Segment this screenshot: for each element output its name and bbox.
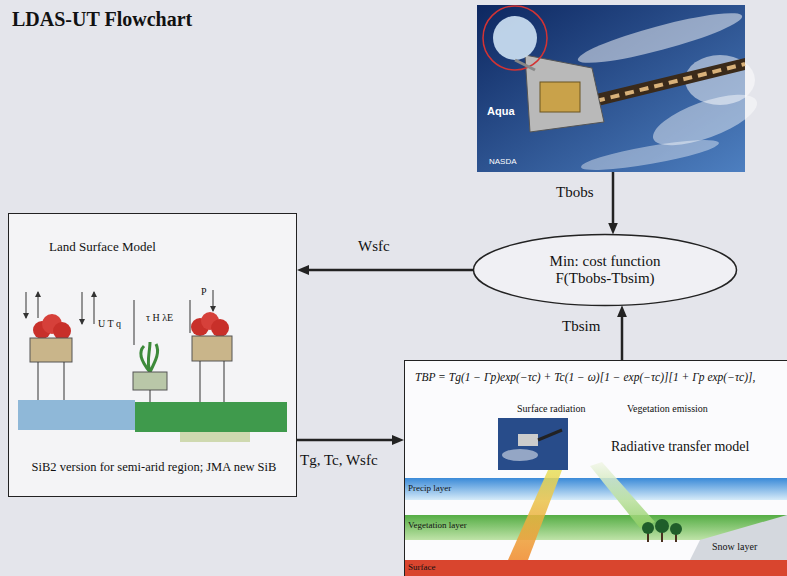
surface-band	[404, 560, 787, 576]
layer-name: Vegetation layer	[408, 521, 467, 531]
transfer-equation: TBP = Tg(1 − Γp)exp(−τc) + Tc(1 − ω)[1 −…	[415, 371, 781, 384]
precip-band	[404, 478, 787, 500]
surface-beam	[508, 470, 562, 560]
panel-fill	[404, 360, 787, 576]
water-band	[18, 400, 135, 430]
flux-line	[134, 300, 135, 345]
flux-arrow	[82, 292, 83, 324]
agency-credit: NASDA	[489, 157, 517, 166]
cloud	[580, 134, 721, 176]
flow-arrow	[621, 315, 624, 360]
stem-line	[38, 362, 39, 400]
flow-arrow	[612, 172, 615, 225]
stem-line	[224, 361, 225, 402]
land-surface-model-box: Land Surface ModelSiB2 version for semi-…	[8, 213, 297, 497]
precip-symbol: P	[201, 286, 207, 297]
cost-ellipse	[474, 235, 737, 306]
edge-label: Tbsim	[562, 318, 600, 335]
flux-symbols: τ H λE	[146, 312, 173, 323]
root-zone	[180, 432, 250, 442]
canopy-blossom	[53, 322, 71, 340]
satellite-body	[518, 434, 538, 446]
satellite-thumbnail	[498, 418, 568, 470]
edge-label: Tg, Tc, Wsfc	[300, 452, 378, 469]
cost-formula: F(Tbobs-Tbsim)	[555, 270, 654, 287]
solar-panel	[538, 430, 562, 440]
cloud	[502, 449, 538, 461]
satellite-photo: AquaNASDA	[477, 5, 745, 172]
page-title: LDAS-UT Flowchart	[12, 8, 192, 30]
radiative-transfer-picture	[404, 418, 787, 576]
vegetation-beam	[590, 462, 655, 528]
plant	[141, 342, 158, 372]
panel-fill	[8, 213, 297, 497]
stem-line	[200, 361, 201, 402]
tree-crown	[655, 519, 669, 533]
canopy-box	[30, 338, 72, 362]
layer-name: Precip layer	[408, 484, 451, 494]
stem-line	[150, 390, 151, 402]
flow-arrow	[297, 439, 394, 442]
gold-foil	[540, 82, 580, 112]
model-note: SiB2 version for semi-arid region; JMA n…	[29, 460, 279, 474]
layer-name: Snow layer	[712, 541, 757, 552]
canopy-blossom	[211, 319, 229, 337]
flux-arrow	[26, 292, 27, 318]
ellipse-heading: Min: cost function	[550, 253, 661, 270]
flux-symbols: U T q	[98, 318, 121, 329]
tree-crown	[670, 523, 682, 535]
land-surface-picture	[18, 290, 287, 442]
box-heading: Land Surface Model	[49, 240, 156, 255]
tree-crown	[642, 522, 654, 534]
flow-arrow	[307, 269, 474, 272]
solar-cells	[596, 64, 745, 101]
term-caption: Surface radiation	[517, 403, 586, 415]
layer-name: Surface	[408, 563, 435, 573]
soil-band	[135, 402, 287, 432]
flux-line	[190, 300, 191, 333]
edge-label: Wsfc	[358, 238, 390, 255]
satellite-body	[525, 55, 604, 132]
term-caption: Vegetation emission	[627, 403, 708, 415]
flux-arrow	[94, 292, 95, 324]
antenna-dish	[493, 16, 537, 60]
satellite-picture	[477, 4, 763, 176]
solar-panel	[592, 58, 745, 107]
satellite-name: Aqua	[487, 105, 515, 118]
stem-line	[64, 362, 65, 400]
snow-patch	[690, 515, 787, 560]
cost-function-ellipse: Min: cost functionF(Tbobs-Tbsim)	[472, 233, 738, 307]
ground-box	[133, 372, 167, 390]
flux-arrow	[38, 292, 39, 318]
rain-arrow	[213, 290, 214, 311]
box-heading: Radiative transfer model	[611, 439, 749, 455]
edge-label: Tbobs	[556, 184, 594, 201]
highlight-circle	[483, 6, 547, 70]
canopy-box	[192, 336, 232, 361]
antenna-boom	[515, 60, 535, 70]
